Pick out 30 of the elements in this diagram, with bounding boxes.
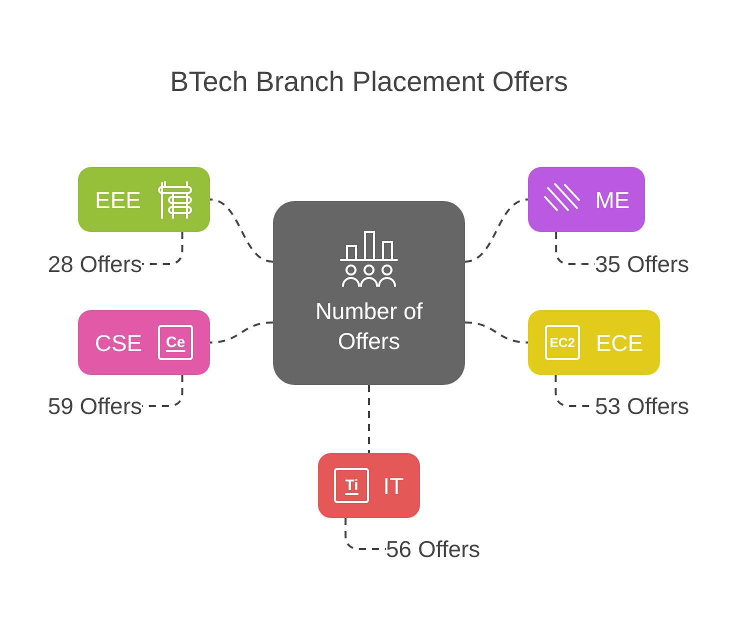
offer-count: 56 Offers	[386, 536, 480, 562]
dashed-connector	[344, 518, 386, 550]
dashed-connector	[368, 385, 370, 453]
element-symbol-tile: Ti	[334, 468, 370, 503]
branch-box	[78, 310, 210, 375]
hub-box	[273, 201, 465, 385]
branch-box	[78, 167, 210, 232]
diagram-title: BTech Branch Placement Offers	[170, 66, 568, 98]
branch-label: CSE	[94, 328, 142, 356]
dashed-connector	[464, 198, 528, 263]
dashed-connector	[210, 198, 274, 263]
branch-label: ME	[595, 186, 630, 214]
dashed-connector	[142, 375, 184, 407]
branch-label: EEE	[94, 186, 142, 214]
dashed-connector	[142, 232, 184, 265]
dashed-connector	[555, 232, 595, 265]
branch-box	[528, 310, 660, 375]
branch-box	[528, 167, 645, 232]
dashed-connector	[210, 321, 274, 344]
offer-count: 53 Offers	[595, 393, 690, 419]
branch-label: IT	[383, 472, 404, 500]
hub-label: Number of Offers	[314, 297, 424, 356]
offer-count: 59 Offers	[48, 393, 142, 419]
branch-label: ECE	[596, 328, 644, 356]
branch-box	[318, 453, 420, 518]
dashed-connector	[464, 321, 528, 344]
offer-count: 28 Offers	[48, 251, 142, 277]
offer-count: 35 Offers	[595, 251, 690, 277]
element-symbol-tile: EC2	[544, 325, 580, 360]
element-symbol-tile: Ce	[158, 325, 194, 360]
